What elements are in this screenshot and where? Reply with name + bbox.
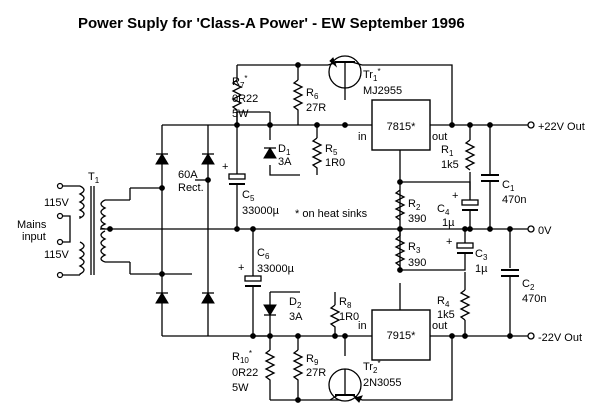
label-c1: C1 bbox=[502, 179, 515, 193]
schematic-title: Power Suply for 'Class-A Power' - EW Sep… bbox=[78, 15, 465, 32]
regulator-7915-label: 7915* bbox=[387, 330, 416, 342]
resistor-r6 bbox=[292, 79, 304, 112]
label-mains-115v-bottom: 115V bbox=[44, 249, 70, 261]
regulator-7915: 7915* bbox=[371, 309, 431, 361]
label-c5-value: 33000µ bbox=[242, 205, 280, 217]
label-c3-plus: + bbox=[446, 236, 452, 248]
label-tr2: Tr2* bbox=[363, 359, 381, 375]
terminal-pos bbox=[527, 121, 535, 129]
transistor-tr1 bbox=[327, 55, 363, 89]
resistor-r1 bbox=[464, 139, 476, 171]
resistor-r2 bbox=[394, 189, 406, 221]
resistor-r9 bbox=[292, 349, 304, 385]
label-rect-1: 60A bbox=[178, 169, 198, 181]
label-r6: R6 bbox=[306, 87, 319, 101]
label-r9-value: 27R bbox=[306, 367, 326, 379]
label-c5-plus: + bbox=[222, 161, 228, 173]
label-r1-value: 1k5 bbox=[441, 159, 459, 171]
label-mains-input-2: input bbox=[22, 231, 46, 243]
capacitor-c5 bbox=[228, 160, 246, 200]
resistor-r7 bbox=[231, 79, 243, 125]
regulator-7815: 7815* bbox=[371, 99, 431, 151]
capacitor-c3 bbox=[456, 242, 474, 258]
label-ground: 0V bbox=[538, 225, 552, 237]
resistor-r4 bbox=[459, 289, 471, 321]
label-d2-value: 3A bbox=[289, 311, 303, 323]
diode-d2 bbox=[263, 304, 277, 330]
label-d1: D1 bbox=[278, 143, 291, 157]
label-reg1-in: in bbox=[358, 131, 367, 143]
label-c3-value: 1µ bbox=[475, 263, 488, 275]
resistor-r10 bbox=[264, 349, 276, 385]
terminal-ground bbox=[527, 225, 535, 233]
resistor-r3 bbox=[394, 235, 406, 270]
label-d1-value: 3A bbox=[278, 156, 292, 168]
label-r2-value: 390 bbox=[408, 213, 426, 225]
label-c6: C6 bbox=[257, 247, 270, 261]
label-c6-plus: + bbox=[238, 262, 244, 274]
label-r9: R9 bbox=[306, 353, 319, 367]
label-mains-input-1: Mains bbox=[17, 219, 47, 231]
label-reg2-out: out bbox=[432, 320, 447, 332]
label-c2: C2 bbox=[522, 278, 535, 292]
label-r2: R2 bbox=[408, 198, 421, 212]
transformer-t1 bbox=[56, 182, 130, 279]
resistor-r8 bbox=[329, 304, 341, 330]
capacitor-c6 bbox=[244, 262, 262, 296]
transistor-tr2 bbox=[328, 368, 363, 403]
label-r1: R1 bbox=[441, 144, 454, 158]
label-r7: R7* bbox=[232, 74, 248, 90]
bridge-rectifier bbox=[155, 153, 215, 304]
label-d2: D2 bbox=[289, 296, 302, 310]
label-c4: C4 bbox=[437, 203, 450, 217]
label-c6-value: 33000µ bbox=[257, 263, 295, 275]
label-r5-value: 1R0 bbox=[325, 157, 345, 169]
label-r4: R4 bbox=[437, 295, 450, 309]
label-c5: C5 bbox=[242, 189, 255, 203]
capacitor-c4 bbox=[461, 199, 479, 215]
label-c1-value: 470n bbox=[502, 194, 526, 206]
label-r8-value: 1R0 bbox=[339, 311, 359, 323]
label-tr1-part: MJ2955 bbox=[363, 85, 402, 97]
terminal-neg bbox=[527, 332, 535, 340]
output-terminals bbox=[527, 121, 535, 340]
resistor-r5 bbox=[311, 137, 323, 170]
label-r7-value: 0R22 bbox=[232, 93, 258, 105]
label-out-neg: -22V Out bbox=[538, 332, 582, 344]
label-r7-power: 5W bbox=[232, 108, 249, 120]
label-c3: C3 bbox=[475, 248, 488, 262]
label-r10-value: 0R22 bbox=[232, 367, 258, 379]
label-r10-power: 5W bbox=[232, 382, 249, 394]
label-r8: R8 bbox=[339, 296, 352, 310]
regulator-7815-label: 7815* bbox=[387, 121, 416, 133]
label-tr1: Tr1* bbox=[363, 67, 381, 83]
label-c4-value: 1µ bbox=[442, 217, 455, 229]
label-c2-value: 470n bbox=[522, 293, 546, 305]
label-reg2-in: in bbox=[358, 320, 367, 332]
wires bbox=[62, 64, 528, 401]
diode-d1 bbox=[263, 147, 277, 159]
label-r4-value: 1k5 bbox=[437, 309, 455, 321]
label-r3-value: 390 bbox=[408, 257, 426, 269]
label-r6-value: 27R bbox=[306, 102, 326, 114]
label-rect-2: Rect. bbox=[178, 182, 204, 194]
label-reg1-out: out bbox=[432, 131, 447, 143]
label-r5: R5 bbox=[325, 143, 338, 157]
label-r3: R3 bbox=[408, 241, 421, 255]
label-tr2-part: 2N3055 bbox=[363, 377, 402, 389]
capacitor-c1 bbox=[481, 174, 499, 182]
label-mains-115v-top: 115V bbox=[44, 197, 70, 209]
capacitor-c2 bbox=[501, 269, 519, 277]
label-c4-plus: + bbox=[452, 190, 458, 202]
label-r10: R10* bbox=[232, 349, 252, 365]
label-t1: T1 bbox=[88, 171, 100, 185]
label-out-pos: +22V Out bbox=[538, 121, 585, 133]
label-heat-sinks-note: * on heat sinks bbox=[295, 208, 368, 220]
